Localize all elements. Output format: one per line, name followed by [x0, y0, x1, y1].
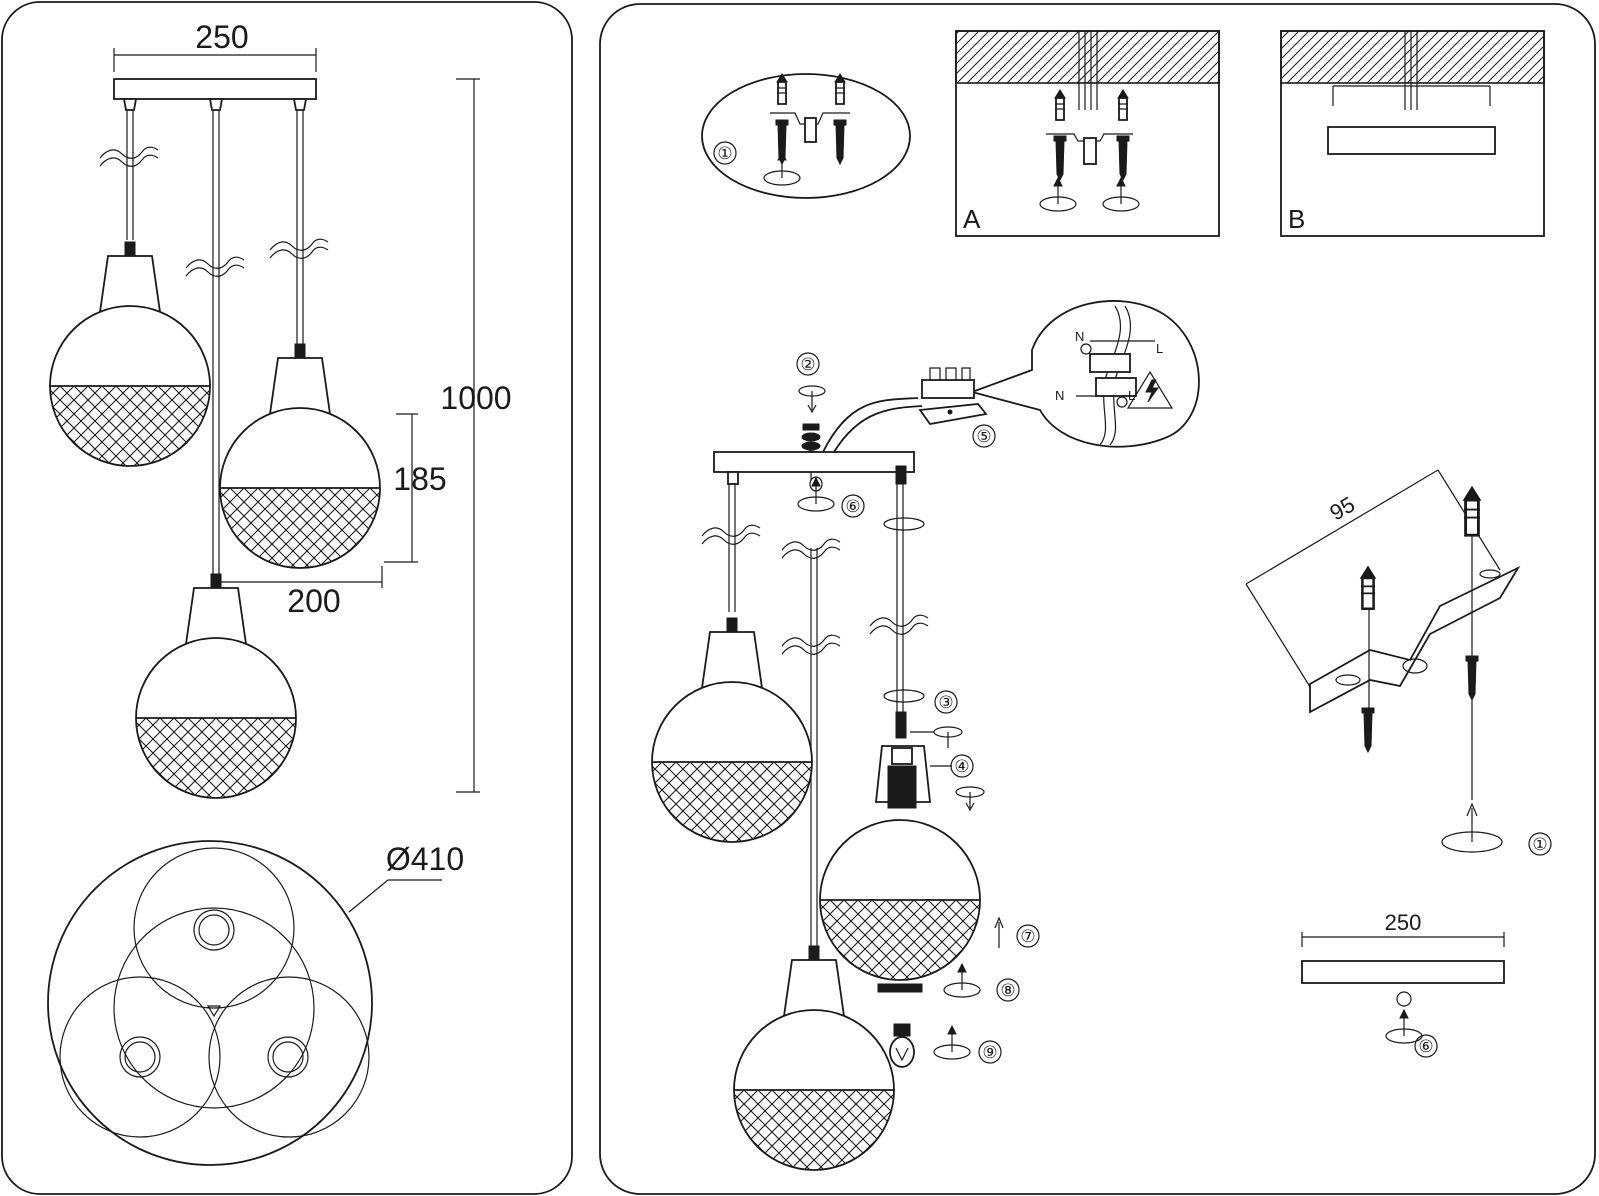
shade-width-dimension: 200	[220, 566, 383, 619]
variant-b-label: B	[1288, 204, 1305, 234]
bar-dimension-label: 250	[1385, 910, 1422, 935]
wire-neutral-top: N	[1075, 329, 1084, 344]
variant-a-box: A	[955, 30, 1220, 237]
step-9-marker: ⑨	[982, 1043, 997, 1062]
right-panel: ① A B	[599, 3, 1596, 1195]
suspension-cords	[99, 110, 329, 576]
wiring-detail: N L N L	[969, 300, 1200, 448]
step-4-marker: ④	[954, 757, 969, 776]
canopy	[113, 78, 317, 111]
step-1-detail: ①	[701, 73, 911, 199]
shade-width-label: 200	[287, 583, 340, 619]
wire-live-bottom: L	[1128, 388, 1135, 403]
footprint-diameter-label: Ø410	[386, 841, 464, 877]
high-voltage-warning-icon	[1126, 370, 1174, 409]
step-2-marker: ②	[800, 355, 815, 374]
step-6-marker: ⑥	[845, 497, 860, 516]
total-height-dimension: 1000	[440, 78, 512, 793]
step-6-bar-marker: ⑥	[1418, 1037, 1433, 1056]
pendant-right	[218, 344, 382, 572]
pendant-left	[48, 242, 212, 470]
assembly-pendant-left	[650, 618, 814, 846]
lamp-holder: ③ ④	[874, 690, 985, 812]
mounting-bracket-detail: 95 ①	[1245, 469, 1552, 856]
canopy-length-label: 250	[195, 19, 248, 55]
variant-b-box: B	[1280, 30, 1545, 237]
step-3-marker: ③	[938, 693, 953, 712]
step-1-bracket-marker: ①	[1532, 835, 1547, 854]
terminal-block: ⑤	[822, 367, 996, 453]
left-panel: 250 1000 185	[1, 1, 573, 1195]
canopy-bar-detail: 250 ⑥	[1301, 910, 1505, 1058]
step-8-marker: ⑧	[1000, 981, 1015, 1000]
total-height-label: 1000	[440, 380, 511, 416]
exploded-shade: ⑦ ⑧ ⑨	[819, 819, 1040, 1068]
bulb-icon	[889, 1023, 915, 1068]
wire-neutral-bottom: N	[1055, 388, 1064, 403]
right-panel-frame	[599, 3, 1596, 1195]
left-panel-frame	[1, 1, 573, 1195]
canopy-dimension: 250	[113, 19, 317, 72]
assembled-canopy: ⑥	[713, 451, 915, 518]
step-5-marker: ⑤	[976, 427, 991, 446]
step-7-marker: ⑦	[1020, 927, 1035, 946]
shade-height-dimension: 185	[384, 413, 447, 563]
shade-height-label: 185	[393, 461, 446, 497]
pendant-center	[134, 574, 298, 802]
step-1-marker: ①	[717, 144, 732, 163]
step-2: ②	[796, 352, 826, 460]
assembly-pendant-bottom	[732, 946, 896, 1174]
variant-a-label: A	[963, 204, 981, 234]
plan-view: Ø410	[47, 840, 464, 1166]
wire-live-top: L	[1156, 341, 1163, 356]
